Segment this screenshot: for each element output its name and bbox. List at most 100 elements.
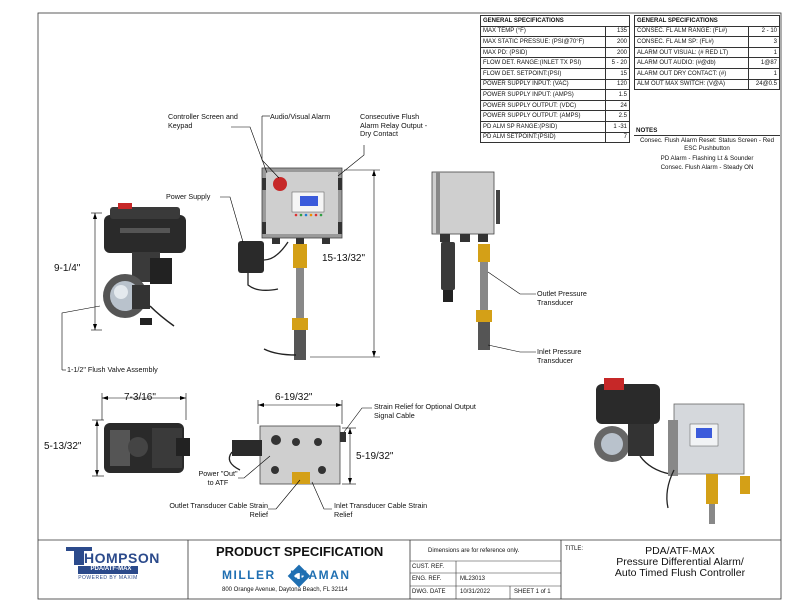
spec-label: CONSEC. FL ALM SP: (FL#) — [633, 36, 750, 48]
callout-consecutive: Consecutive Flush Alarm Relay Output - D… — [360, 112, 428, 138]
callout-controller-screen: Controller Screen and Keypad — [168, 112, 238, 130]
table-row: ALM OUT MAX SWITCH: (V@A)24@0.5 — [633, 78, 780, 91]
title-label: TITLE: — [565, 546, 584, 552]
brand-name: MILLER LEAMAN — [222, 568, 351, 582]
spec-value: 2 - 10 — [748, 25, 780, 38]
table-row: CONSEC. FL ALM RANGE: (FL#)2 - 10 — [633, 25, 780, 38]
callout-power-supply: Power Supply — [166, 192, 211, 201]
dimension-height-controller: 15-13/32" — [322, 253, 366, 264]
spec-heading: PRODUCT SPECIFICATION — [216, 544, 384, 559]
table-row: MAX STATIC PRESSUE: (PSI@70°F)200 — [479, 36, 630, 48]
callout-audio-visual: Audio/Visual Alarm — [270, 112, 331, 121]
drawing-title-3: Auto Timed Flush Controller — [614, 567, 746, 579]
spec-label: FLOW DET. RANGE:(INLET TX PSI) — [479, 57, 607, 69]
logo-main: HOMPSON — [84, 550, 160, 566]
spec-value: 1 -31 — [605, 120, 630, 133]
notes-title: NOTES — [634, 127, 780, 137]
dimensions-note: Dimensions are for reference only. — [428, 548, 520, 554]
spec-label: POWER SUPPLY INPUT: (AMPS) — [479, 89, 607, 101]
callout-outlet-cable: Outlet Transducer Cable Strain Relief — [169, 501, 268, 519]
company-address: 800 Orange Avenue, Daytona Beach, FL 321… — [222, 587, 348, 593]
note-item: PD Alarm - Flashing Lt & Sounder — [660, 154, 754, 162]
table-row: ALARM OUT VISUAL: (# RED LT)1 — [633, 46, 780, 59]
table-row: ALARM OUT AUDIO: (#@db)1@87 — [633, 57, 780, 69]
flush-valve-icon — [103, 203, 186, 327]
spec-value: 200 — [605, 36, 630, 48]
logo-sub: PDA/ATF-MAX — [90, 566, 132, 572]
eng-ref-value: ML23013 — [460, 576, 486, 582]
note-item: Consec. Flush Alarm - Steady ON — [660, 163, 754, 171]
callout-outlet-pressure: Outlet Pressure Transducer — [537, 289, 587, 307]
spec-value: 1 — [748, 67, 780, 80]
spec-label: PD ALM SP RANGE:(PSID) — [479, 120, 607, 133]
spec-value: 1.5 — [605, 89, 630, 101]
eng-ref-label: ENG. REF. — [412, 576, 442, 582]
spec-label: MAX PD: (PSID) — [479, 46, 607, 59]
spec-label: PD ALM SETPOINT:(PSID) — [479, 131, 607, 144]
table-row: MAX PD: (PSID)200 — [479, 46, 630, 59]
spec-value: 1@87 — [748, 57, 780, 69]
spec-right-header: GENERAL SPECIFICATIONS — [634, 15, 780, 27]
dimension-depth-valve: 5-13/32" — [44, 441, 82, 452]
callout-power-out: Power "Out" to ATF — [198, 469, 238, 487]
dimension-width-valve: 7-3/16" — [124, 392, 156, 403]
spec-value: 7 — [605, 131, 630, 144]
spec-value: 24 — [605, 99, 630, 112]
controller-front-icon — [238, 167, 343, 360]
drawing-title-1: PDA/ATF-MAX — [645, 545, 715, 557]
table-row: POWER SUPPLY INPUT: (AMPS)1.5 — [479, 89, 630, 101]
logo-powered: POWERED BY MAXIM — [78, 575, 138, 581]
table-row: PD ALM SETPOINT:(PSID)7 — [479, 131, 630, 144]
valve-top-icon — [104, 423, 190, 473]
spec-value: 5 - 20 — [605, 57, 630, 69]
spec-value: 2.5 — [605, 110, 630, 122]
table-row: CONSEC. FL ALM SP: (FL#)3 — [633, 36, 780, 48]
spec-label: MAX STATIC PRESSUE: (PSI@70°F) — [479, 36, 607, 48]
spec-label: ALARM OUT VISUAL: (# RED LT) — [633, 46, 750, 59]
spec-table-right: GENERAL SPECIFICATIONS CONSEC. FL ALM RA… — [633, 15, 780, 91]
spec-label: CONSEC. FL ALM RANGE: (FL#) — [633, 25, 750, 38]
spec-label: ALARM OUT DRY CONTACT: (#) — [633, 67, 750, 80]
controller-side-icon — [431, 171, 500, 350]
table-row: PD ALM SP RANGE:(PSID)1 -31 — [479, 120, 630, 133]
table-row: POWER SUPPLY INPUT: (VAC)120 — [479, 78, 630, 91]
table-row: MAX TEMP (°F)135 — [479, 25, 630, 38]
spec-value: 15 — [605, 67, 630, 80]
spec-value: 3 — [748, 36, 780, 48]
table-row: ALARM OUT DRY CONTACT: (#)1 — [633, 67, 780, 80]
spec-label: MAX TEMP (°F) — [479, 25, 607, 38]
drawing-title-2: Pressure Differential Alarm/ — [616, 556, 744, 568]
sheet-number: SHEET 1 of 1 — [514, 589, 551, 595]
spec-label: POWER SUPPLY OUTPUT: (AMPS) — [479, 110, 607, 122]
spec-label: POWER SUPPLY INPUT: (VAC) — [479, 78, 607, 91]
spec-value: 120 — [605, 78, 630, 91]
spec-table-left: GENERAL SPECIFICATIONS MAX TEMP (°F)135 … — [479, 15, 630, 144]
callout-inlet-pressure: Inlet Pressure Transducer — [537, 347, 582, 365]
table-row: FLOW DET. SETPOINT:(PSI)15 — [479, 67, 630, 80]
table-row: POWER SUPPLY OUTPUT: (AMPS)2.5 — [479, 110, 630, 122]
table-row: FLOW DET. RANGE:(INLET TX PSI)5 - 20 — [479, 57, 630, 69]
callout-inlet-cable: Inlet Transducer Cable Strain Relief — [334, 501, 428, 519]
spec-label: ALARM OUT AUDIO: (#@db) — [633, 57, 750, 69]
dimension-width-controller: 6-19/32" — [275, 392, 313, 403]
product-render-icon — [594, 378, 750, 524]
callout-strain-relief-optional: Strain Relief for Optional Output Signal… — [374, 402, 476, 420]
spec-value: 1 — [748, 46, 780, 59]
table-row: POWER SUPPLY OUTPUT: (VDC)24 — [479, 99, 630, 112]
callout-flush-valve: 1-1/2" Flush Valve Assembly — [67, 365, 158, 374]
dwg-date-value: 10/31/2022 — [460, 589, 491, 595]
spec-value: 135 — [605, 25, 630, 38]
spec-value: 200 — [605, 46, 630, 59]
note-item: Consec. Flush Alarm Reset: Status Screen… — [639, 137, 775, 153]
dimension-height-valve: 9-1/4" — [54, 263, 81, 274]
spec-label: FLOW DET. SETPOINT:(PSI) — [479, 67, 607, 80]
notes-panel: NOTES Consec. Flush Alarm Reset: Status … — [634, 127, 780, 172]
controller-bottom-icon — [228, 425, 346, 485]
spec-value: 24@0.5 — [748, 78, 780, 91]
dwg-date-label: DWG. DATE — [412, 589, 446, 595]
spec-left-header: GENERAL SPECIFICATIONS — [480, 15, 630, 27]
spec-label: POWER SUPPLY OUTPUT: (VDC) — [479, 99, 607, 112]
spec-label: ALM OUT MAX SWITCH: (V@A) — [633, 78, 750, 91]
